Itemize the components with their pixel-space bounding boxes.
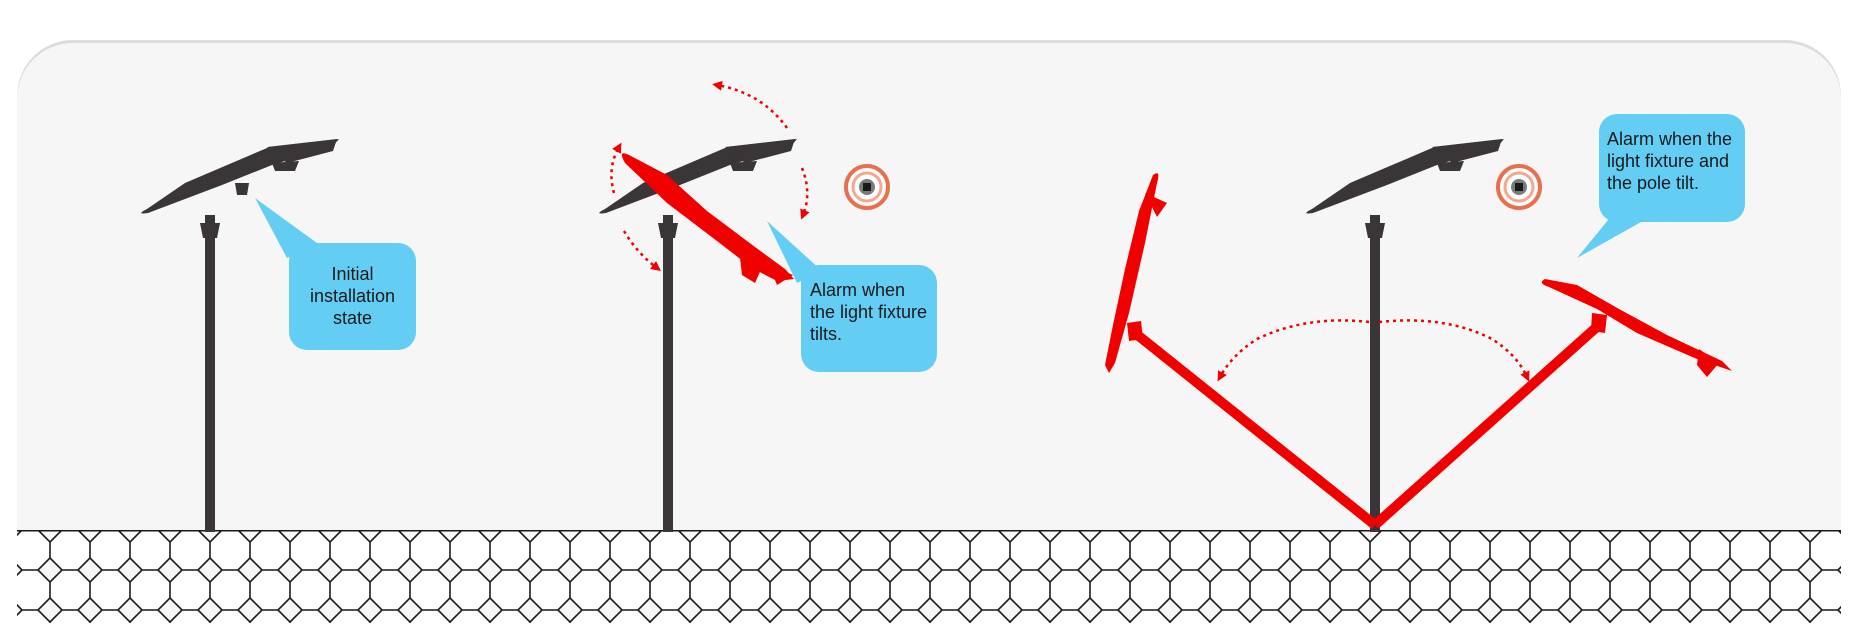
streetlight-upright-center	[1306, 139, 1504, 532]
callout-fixture-text: Alarm when the light fixture tilts.	[810, 280, 928, 344]
rotation-arrow-bottom	[622, 230, 661, 272]
diagram-panel: Initial installation state Alarm when th…	[17, 43, 1841, 623]
rotation-arrow-right	[800, 167, 810, 220]
alarm-speaker-icon	[1496, 164, 1542, 210]
callout-pole-text: Alarm when the light fixture and the pol…	[1607, 129, 1733, 193]
pole-tilt-right-red	[1371, 279, 1732, 529]
callout-pole-tilt: Alarm when the light fixture and the pol…	[1599, 114, 1745, 222]
rotation-arrow-top	[712, 80, 789, 129]
callout-initial-state: Initial installation state	[289, 243, 416, 350]
streetlight-initial	[141, 139, 339, 532]
streetlight-fixture-tilt	[599, 139, 797, 532]
streetlight-tilt-diagram	[17, 80, 1841, 623]
callout-initial-text: Initial installation state	[309, 264, 396, 328]
pole-tilt-left-red	[1105, 173, 1379, 529]
alarm-speaker-icon	[844, 164, 890, 210]
callout-fixture-tilt: Alarm when the light fixture tilts.	[801, 265, 937, 372]
angle-arc-right	[1378, 319, 1530, 382]
angle-arc-left	[1217, 319, 1370, 382]
ground-paving	[17, 530, 1841, 623]
tilted-fixture-red	[621, 153, 794, 285]
rotation-arrow-left	[610, 142, 622, 194]
